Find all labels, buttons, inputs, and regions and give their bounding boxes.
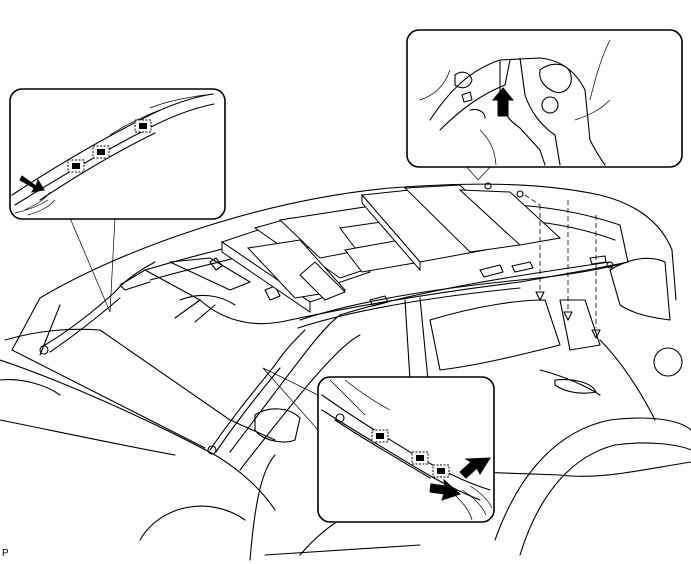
callout-windshield-pillar-right [317,376,495,523]
arrow-icon [459,457,491,479]
callout-rear-roof-detail [406,29,683,168]
arrow-icon [429,478,461,501]
front-pillar-trim [39,261,306,455]
callout-windshield-pillar-left [9,88,226,220]
roof-pads [220,184,562,313]
arrow-icon [491,87,515,117]
car-body-outline [0,183,691,561]
clip-icons [484,182,614,339]
figure-id-label: P [2,548,9,559]
arrow-icon [19,175,45,193]
fastener-leaders [524,194,597,328]
